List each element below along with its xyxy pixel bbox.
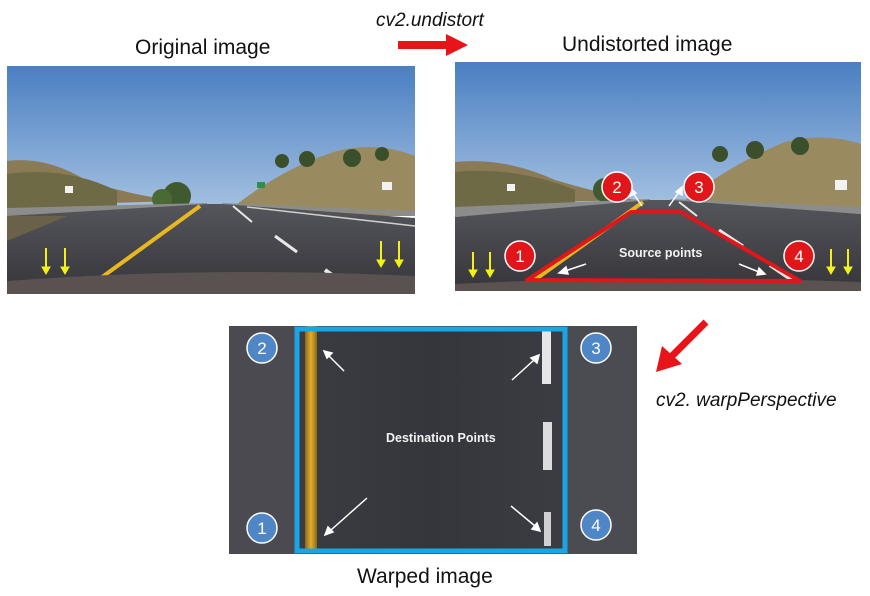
undistort-operation-label: cv2.undistort <box>376 10 484 31</box>
yellow-down-arrow-icon <box>41 241 404 276</box>
arrow-down-left-icon <box>656 319 709 372</box>
source-polygon <box>525 210 802 283</box>
arrow-right-icon <box>398 34 468 56</box>
svg-text:4: 4 <box>591 516 600 535</box>
destination-rectangle <box>294 326 568 554</box>
svg-text:2: 2 <box>257 339 266 358</box>
svg-text:2: 2 <box>612 178 621 197</box>
undistorted-image-title: Undistorted image <box>562 33 733 56</box>
warped-image: Destination Points <box>229 326 637 554</box>
destination-points-label: Destination Points <box>386 431 496 445</box>
destination-marker-4: 4 <box>580 509 612 541</box>
yellow-down-arrow-icon <box>468 249 853 279</box>
source-marker-4: 4 <box>783 240 815 272</box>
svg-text:4: 4 <box>794 247 803 266</box>
undistorted-image: Source points <box>455 62 861 291</box>
source-marker-2: 2 <box>601 171 633 203</box>
source-marker-1: 1 <box>504 240 536 272</box>
destination-marker-2: 2 <box>246 332 278 364</box>
destination-marker-1: 1 <box>246 512 278 544</box>
destination-marker-3: 3 <box>580 332 612 364</box>
original-image-title: Original image <box>135 36 271 59</box>
white-pointer-arrow-icon <box>322 349 542 537</box>
white-pointer-arrow-icon <box>557 185 767 276</box>
warped-image-title: Warped image <box>357 565 493 588</box>
source-points-label: Source points <box>619 246 703 260</box>
source-marker-3: 3 <box>683 171 715 203</box>
svg-text:3: 3 <box>591 339 600 358</box>
svg-text:3: 3 <box>694 178 703 197</box>
original-image <box>7 66 415 294</box>
svg-text:1: 1 <box>515 247 524 266</box>
warp-operation-label: cv2. warpPerspective <box>656 390 837 411</box>
svg-text:1: 1 <box>257 519 266 538</box>
